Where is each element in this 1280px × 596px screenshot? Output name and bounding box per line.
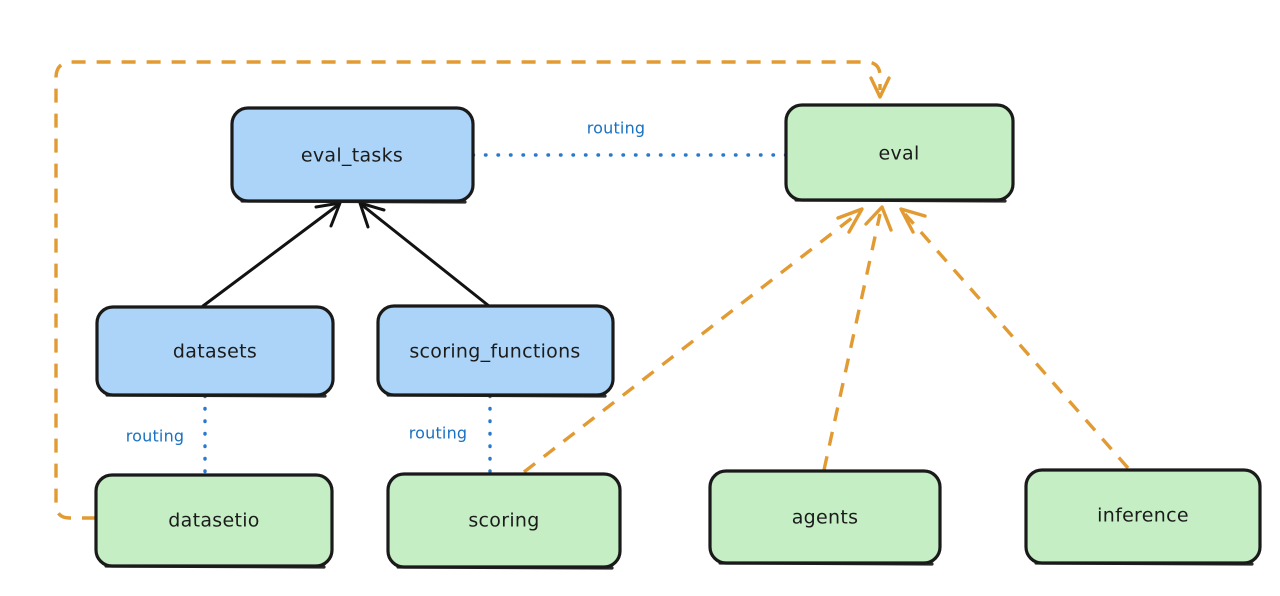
edge-datasetio-eval (54, 60, 891, 520)
node-inference-label: inference (1097, 505, 1189, 527)
edge-label-routing-datasetio: routing (126, 427, 185, 446)
node-eval-tasks[interactable]: eval_tasks (230, 106, 475, 204)
node-scoring[interactable]: scoring (386, 472, 622, 570)
node-agents[interactable]: agents (708, 469, 942, 566)
node-datasetio[interactable]: datasetio (94, 473, 334, 569)
node-scoring-functions-label: scoring_functions (409, 341, 580, 363)
node-datasetio-box[interactable] (94, 473, 334, 568)
edge-evaltasks-eval: routing (471, 119, 788, 157)
node-eval-tasks-label: eval_tasks (301, 145, 403, 167)
edge-datasets-evaltasks (201, 201, 342, 308)
edge-label-routing-eval: routing (587, 119, 646, 138)
edge-datasets-datasetio: routing (126, 394, 207, 476)
node-datasetio-label: datasetio (168, 510, 259, 532)
edge-inference-eval (899, 207, 1130, 470)
node-datasets-box[interactable] (95, 305, 335, 397)
edge-label-routing-scoring: routing (409, 424, 468, 443)
edge-scoringfunctions-scoring: routing (409, 394, 492, 475)
node-inference-box[interactable] (1024, 468, 1262, 565)
edge-scoringfunctions-evaltasks (358, 201, 491, 308)
node-eval-box[interactable] (784, 103, 1015, 202)
node-eval-label: eval (878, 143, 919, 165)
node-datasets[interactable]: datasets (95, 305, 335, 398)
node-inference[interactable]: inference (1024, 468, 1262, 566)
node-scoring-box[interactable] (386, 472, 622, 569)
node-agents-label: agents (792, 507, 859, 529)
edge-agents-eval (822, 205, 893, 471)
edge-scoring-eval (522, 207, 864, 474)
node-eval[interactable]: eval (784, 103, 1015, 203)
node-eval-tasks-box[interactable] (230, 106, 475, 203)
node-agents-box[interactable] (708, 469, 942, 565)
node-scoring-label: scoring (468, 510, 539, 532)
node-datasets-label: datasets (173, 341, 257, 363)
node-scoring-functions[interactable]: scoring_functions (376, 304, 615, 398)
node-scoring-functions-box[interactable] (376, 304, 615, 397)
